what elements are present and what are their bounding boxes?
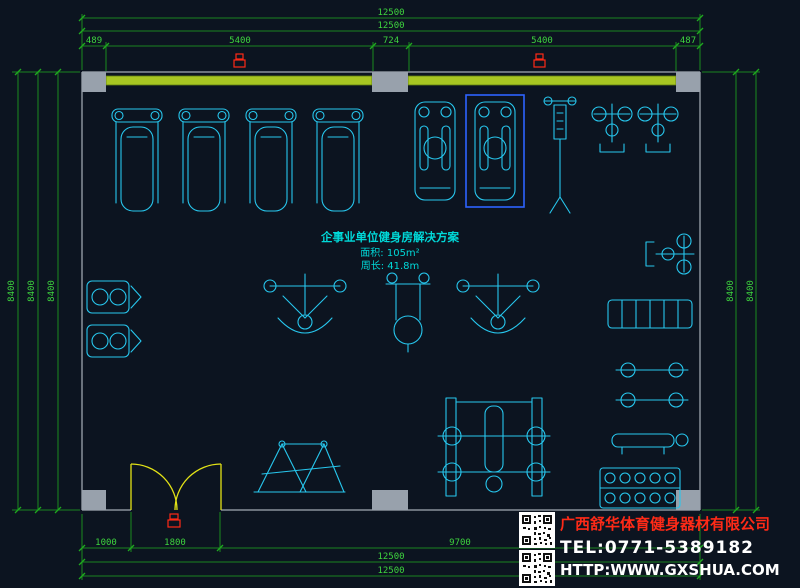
dim-left-1: 8400 (7, 280, 17, 302)
dim-bottom-seg-3: 9700 (449, 538, 471, 548)
dimension-lines (12, 14, 760, 580)
dim-top-seg-2: 5400 (229, 36, 251, 46)
dim-right-1: 8400 (726, 280, 736, 302)
dim-top-seg-5: 487 (680, 36, 696, 46)
treadmill-3 (245, 108, 297, 212)
smith-machine (437, 397, 551, 497)
plan-area: 面积: 105m² (360, 247, 419, 259)
multi-station-1 (263, 273, 347, 334)
shoulder-press-machine-2 (637, 103, 679, 153)
elliptical-2 (474, 101, 516, 201)
company-name: 广西舒华体育健身器材有限公司 (560, 515, 770, 533)
pec-deck-machine (645, 233, 695, 275)
dim-bottom-overall-1: 12500 (377, 552, 404, 562)
dim-top-overall-1: 12500 (377, 8, 404, 18)
company-website: HTTP:WWW.GXSHUA.COM (560, 561, 780, 579)
ab-machine (385, 272, 431, 353)
dim-right-2: 8400 (746, 280, 756, 302)
flat-bench (611, 433, 689, 455)
multi-station-2 (456, 273, 540, 334)
dimension-labels: 12500 12500 489 5400 724 5400 487 8400 8… (7, 8, 756, 576)
qr-code-2 (519, 550, 555, 586)
leg-machine-1 (86, 280, 142, 314)
elliptical-1 (414, 101, 456, 201)
columns (82, 72, 700, 510)
window-band-left (105, 75, 373, 86)
cable-tower (543, 96, 577, 214)
selection-highlight (465, 94, 525, 208)
section-marker-bottom (167, 513, 181, 528)
dim-bottom-seg-2: 1800 (164, 538, 186, 548)
dim-left-3: 8400 (47, 280, 57, 302)
situp-bench (253, 440, 346, 493)
entrance-double-door (130, 463, 222, 511)
dim-top-seg-3: 724 (383, 36, 399, 46)
dumbbell-rack (599, 467, 681, 509)
dim-left-2: 8400 (27, 280, 37, 302)
company-watermark: 广西舒华体育健身器材有限公司 TEL:0771-5389182 HTTP:WWW… (519, 512, 780, 586)
plan-annotation: 企事业单位健身房解决方案 面积: 105m² 周长: 41.8m (320, 230, 459, 272)
treadmill-4 (312, 108, 364, 212)
fixed-barbells (615, 362, 689, 408)
section-marker-top-1 (233, 53, 246, 68)
equipment-layer (86, 96, 695, 509)
window-band-right (407, 75, 677, 86)
plan-perimeter: 周长: 41.8m (361, 260, 420, 272)
walls (81, 71, 701, 511)
treadmill-2 (178, 108, 230, 212)
dim-top-seg-1: 489 (86, 36, 102, 46)
plan-title: 企事业单位健身房解决方案 (320, 230, 459, 244)
dim-top-overall-2: 12500 (377, 21, 404, 31)
treadmill-1 (111, 108, 163, 212)
company-tel: TEL:0771-5389182 (560, 538, 754, 558)
dim-bottom-overall-2: 12500 (377, 566, 404, 576)
dim-top-seg-4: 5400 (531, 36, 553, 46)
section-marker-top-2 (533, 53, 546, 68)
shoulder-press-machine-1 (591, 103, 633, 153)
qr-code-1 (519, 512, 555, 548)
leg-machine-2 (86, 324, 142, 358)
barbell-rack (607, 299, 693, 329)
dim-bottom-seg-1: 1000 (95, 538, 117, 548)
